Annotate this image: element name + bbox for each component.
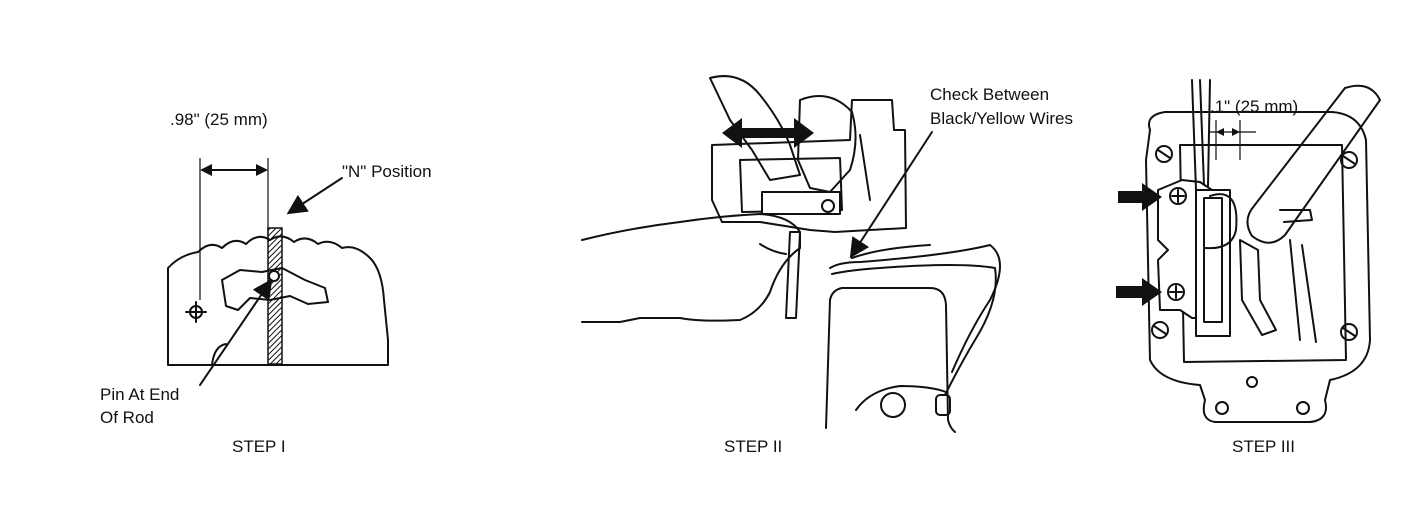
step2-switch-edge [859, 134, 871, 201]
step3-mount-hole [1215, 401, 1229, 415]
step2-adjust-arrow-icon [722, 118, 814, 148]
step3-shift-lever [1246, 84, 1381, 244]
step2-check-label-line2: Black/Yellow Wires [930, 109, 1073, 128]
step3-harness-wires [1191, 79, 1211, 191]
step3-screw-icon [1340, 151, 1358, 169]
step2-upper-hand [709, 75, 801, 181]
step3-screw-icon [1151, 321, 1169, 339]
step2-test-probe [785, 231, 801, 319]
step1-position-arrow [286, 177, 343, 215]
step2-check-arrow [849, 131, 933, 259]
step3-bolt-pointer-arrow-icon [1116, 278, 1162, 306]
step1-figure: .98" (25 mm) "N" Position Pin At End Of … [100, 110, 432, 456]
step3-dimension-label: .1" (25 mm) [1210, 97, 1298, 116]
step1-pin-label-line2: Of Rod [100, 408, 154, 427]
step2-case-edge [825, 299, 831, 429]
step1-detent-slot [221, 267, 329, 311]
step3-detail-lines [1289, 239, 1317, 343]
step2-transmission-case [829, 287, 956, 433]
step1-reference-mark-icon [185, 301, 207, 323]
step2-screw [821, 199, 835, 213]
step2-caption: STEP II [724, 437, 782, 456]
step3-bolt-pointer-arrow-icon [1118, 183, 1162, 211]
step2-connector-block [761, 191, 841, 215]
step1-dimension-label: .98" (25 mm) [170, 110, 268, 129]
step1-control-rod [267, 227, 283, 365]
step2-neutral-switch [711, 99, 907, 233]
step1-pin-arrow [199, 278, 273, 386]
step3-screw-icon [1155, 145, 1173, 163]
step3-figure: .1" (25 mm) STEP III [1116, 79, 1381, 456]
step1-housing-notch [211, 343, 227, 366]
step3-mount-hole [1296, 401, 1310, 415]
step1-position-label: "N" Position [342, 162, 432, 181]
step3-wire-loop [1204, 193, 1238, 250]
step2-case-bolt [880, 392, 906, 418]
step1-pin [268, 270, 280, 282]
step2-upper-hand-right [797, 95, 857, 193]
step2-finger [759, 243, 787, 255]
step1-dimension-arrow [199, 158, 269, 300]
step3-mount-hole [1246, 376, 1258, 388]
step2-wire-terminal [935, 394, 951, 416]
step2-check-label-line1: Check Between [930, 85, 1049, 104]
step2-hand [581, 213, 801, 323]
step1-caption: STEP I [232, 437, 286, 456]
step3-lever-arm [1239, 239, 1277, 336]
step3-mounting-plate [1145, 111, 1371, 423]
step3-bolt-icon [1169, 187, 1187, 205]
step3-caption: STEP III [1232, 437, 1295, 456]
step3-switch-cover [1195, 189, 1231, 337]
step2-figure: Check Between Black/Yellow Wires STEP II [581, 75, 1073, 456]
step3-switch-slot [1203, 197, 1223, 323]
step2-black-wire [829, 244, 1001, 373]
step1-housing [167, 235, 389, 366]
step3-bolt-icon [1167, 283, 1185, 301]
step2-yellow-wire [831, 264, 997, 396]
step3-dimension-arrow [1210, 120, 1256, 160]
step1-pin-label-line1: Pin At End [100, 385, 179, 404]
step3-lever-stop [1279, 209, 1313, 223]
step2-case-rib [855, 385, 947, 411]
step3-screw-icon [1340, 323, 1358, 341]
step2-switch-face [739, 157, 843, 213]
